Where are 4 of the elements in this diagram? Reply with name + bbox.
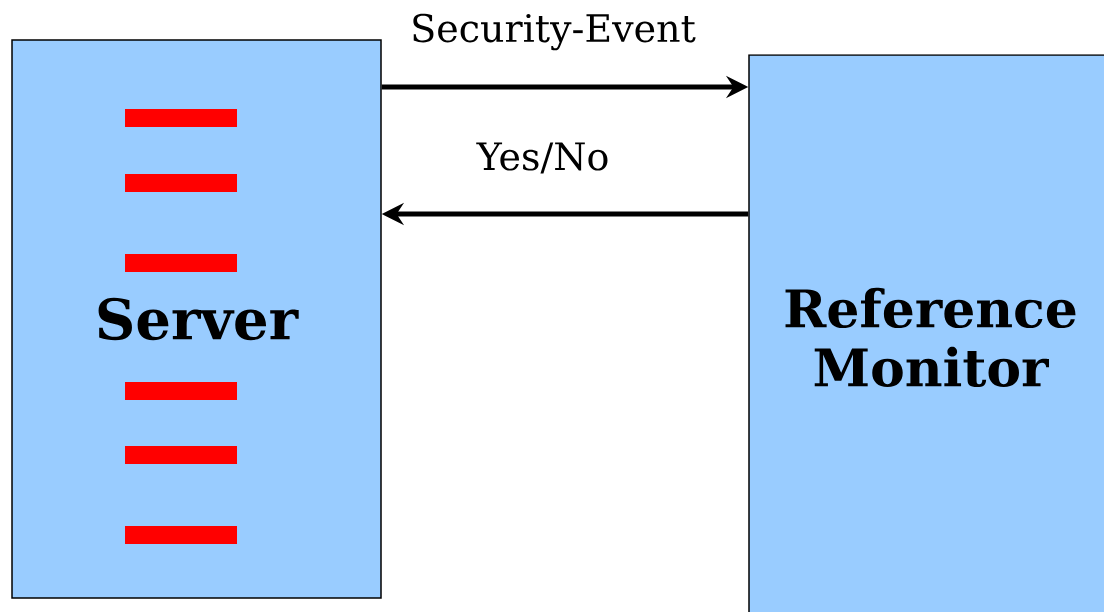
process-box: Reference Monitor xyxy=(748,54,1104,612)
edge-label: Yes/No xyxy=(476,142,608,174)
edge-label: Security-Event xyxy=(413,13,696,51)
process-box: Server xyxy=(11,39,382,599)
